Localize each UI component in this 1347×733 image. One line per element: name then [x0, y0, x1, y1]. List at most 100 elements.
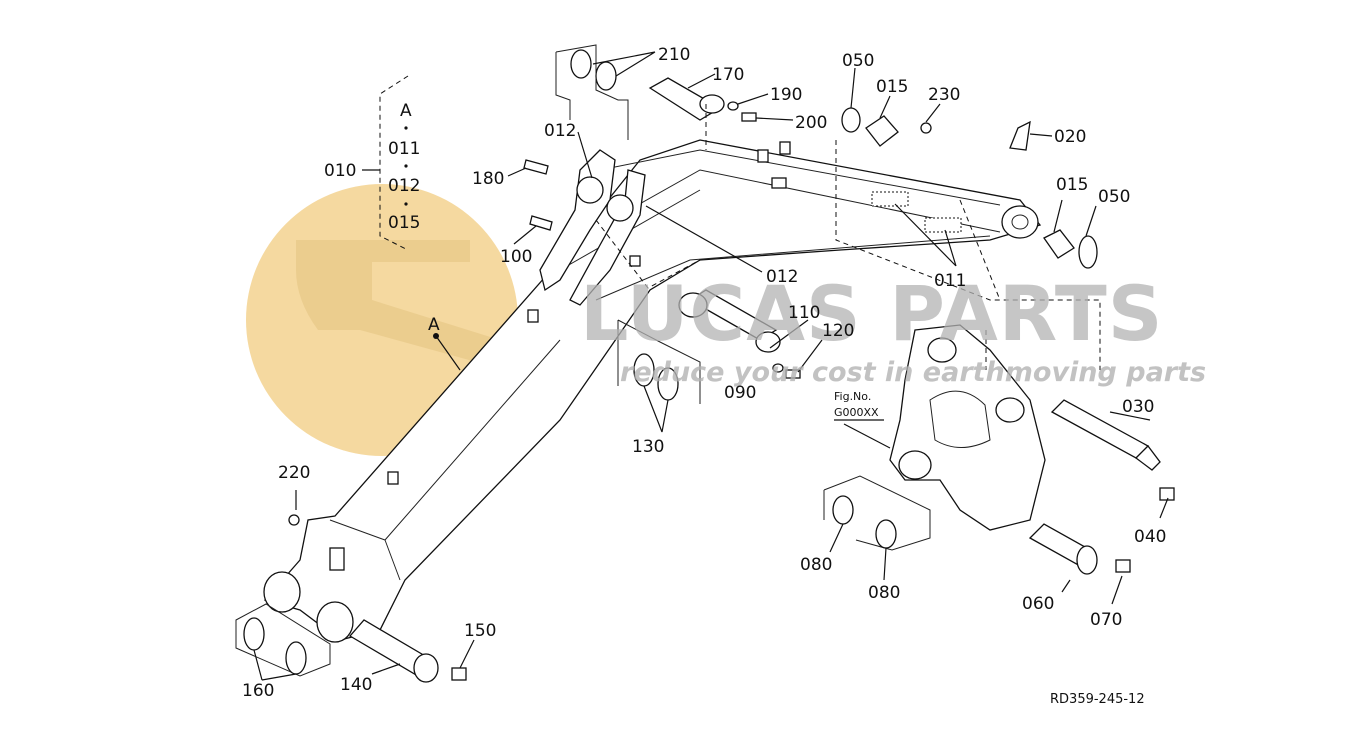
swing-bracket — [889, 324, 1046, 531]
boom-tip-stopper — [329, 547, 345, 571]
washer-210-a — [570, 49, 592, 79]
group-box-dot-c — [404, 202, 408, 206]
callout-210: 210 — [658, 45, 690, 65]
callout-110: 110 — [788, 303, 820, 323]
marker-a-label: A — [428, 315, 440, 335]
pin-090-plate — [755, 331, 781, 353]
callout-100: 100 — [500, 247, 532, 267]
swing-bracket-bore-top — [927, 337, 957, 363]
callout-012-lower: 012 — [766, 267, 798, 287]
leader-lines — [253, 51, 1169, 681]
grease-fitting-020 — [1009, 120, 1031, 151]
washer-160-a — [243, 617, 265, 651]
bolt-070 — [1115, 559, 1131, 573]
pin-060-plate — [1076, 545, 1098, 575]
boom-side-seam — [619, 169, 1001, 233]
callout-120: 120 — [822, 321, 854, 341]
group-box-dot-b — [404, 164, 408, 168]
washer-080-a — [832, 495, 854, 525]
callout-015-lower: 015 — [1056, 175, 1088, 195]
boom-foot-bore-inner — [1011, 214, 1029, 230]
washer-050-upper — [841, 107, 861, 133]
callout-190: 190 — [770, 85, 802, 105]
callout-180: 180 — [472, 169, 504, 189]
pin-170-plate — [699, 94, 725, 114]
washer-160-b — [285, 641, 307, 675]
callout-labels: 210 170 190 200 050 015 230 020 012 180 … — [242, 45, 1166, 701]
callout-011: 011 — [934, 271, 966, 291]
callout-050-lower: 050 — [1098, 187, 1130, 207]
washer-130-guide — [617, 319, 701, 404]
label-plate-lower — [924, 217, 962, 233]
boom-small-block-d — [387, 471, 399, 485]
group-box-bracket — [379, 75, 409, 251]
boom-foot-bore — [1001, 205, 1039, 239]
group-box-dot-a — [404, 126, 408, 130]
bracket-bore-left — [576, 176, 604, 204]
boom-small-plate — [771, 177, 787, 189]
pin-030-plate — [1135, 445, 1161, 471]
group-box-item-011: 011 — [388, 139, 420, 159]
callout-040: 040 — [1134, 527, 1166, 547]
group-box-item-012: 012 — [388, 176, 420, 196]
callout-012-upper: 012 — [544, 121, 576, 141]
callout-010: 010 — [324, 161, 356, 181]
callout-080-right: 080 — [868, 583, 900, 603]
projection-lines — [595, 104, 1101, 370]
boom-small-block-e — [629, 255, 641, 267]
callout-015-upper: 015 — [876, 77, 908, 97]
bolt-120 — [785, 369, 801, 379]
fig-label: Fig.No. — [834, 390, 871, 403]
callout-230: 230 — [928, 85, 960, 105]
swing-bracket-body — [889, 324, 1046, 531]
boom-bottom-seam — [595, 235, 991, 301]
group-box-item-015: 015 — [388, 213, 420, 233]
callout-200: 200 — [795, 113, 827, 133]
marker-a-dot — [433, 333, 439, 339]
bushing-015-upper — [865, 115, 899, 147]
bolt-150 — [451, 667, 467, 681]
washer-160-guide — [235, 603, 331, 677]
callout-090: 090 — [724, 383, 756, 403]
swing-bracket-inner — [929, 390, 991, 448]
grease-nipple-220 — [288, 514, 300, 526]
swing-bracket-bore-right — [995, 397, 1025, 423]
pin-140-plate — [413, 653, 439, 683]
watermark-brand: LUCAS PARTS — [580, 269, 1163, 358]
bushing-015-lower — [1043, 229, 1075, 259]
boom-small-block-a — [757, 149, 769, 163]
washer-080-b — [875, 519, 897, 549]
boom-small-block-b — [779, 141, 791, 155]
callout-030: 030 — [1122, 397, 1154, 417]
callout-150: 150 — [464, 621, 496, 641]
washer-210-guide — [555, 44, 629, 140]
group-box-010: A 011 012 015 010 — [324, 75, 420, 251]
grease-fitting-100 — [529, 215, 553, 231]
callout-060: 060 — [1022, 594, 1054, 614]
callout-160: 160 — [242, 681, 274, 701]
fig-number: G000XX — [834, 406, 879, 419]
callout-020: 020 — [1054, 127, 1086, 147]
label-plate-upper — [871, 191, 909, 207]
boom-tip-bore-right — [316, 601, 354, 643]
grease-nipple-230 — [920, 122, 932, 134]
boom-tip-bore-left — [263, 571, 301, 613]
boom-weld-line — [384, 539, 401, 581]
callout-220: 220 — [278, 463, 310, 483]
callout-170: 170 — [712, 65, 744, 85]
reference-code: RD359-245-12 — [1050, 692, 1145, 707]
bolt-200 — [741, 112, 757, 122]
watermark-logo-mark — [296, 240, 500, 368]
watermark-tagline: reduce your cost in earthmoving parts — [620, 357, 1206, 388]
grease-fitting-180 — [523, 159, 549, 175]
callout-140: 140 — [340, 675, 372, 695]
pin-090-head — [678, 292, 708, 318]
callout-080-left: 080 — [800, 555, 832, 575]
group-box-header: A — [400, 101, 412, 121]
boom-assembly — [263, 139, 1042, 643]
bolt-040 — [1159, 487, 1175, 501]
washer-210-b — [595, 61, 617, 91]
boom-top-seam — [599, 149, 1001, 206]
